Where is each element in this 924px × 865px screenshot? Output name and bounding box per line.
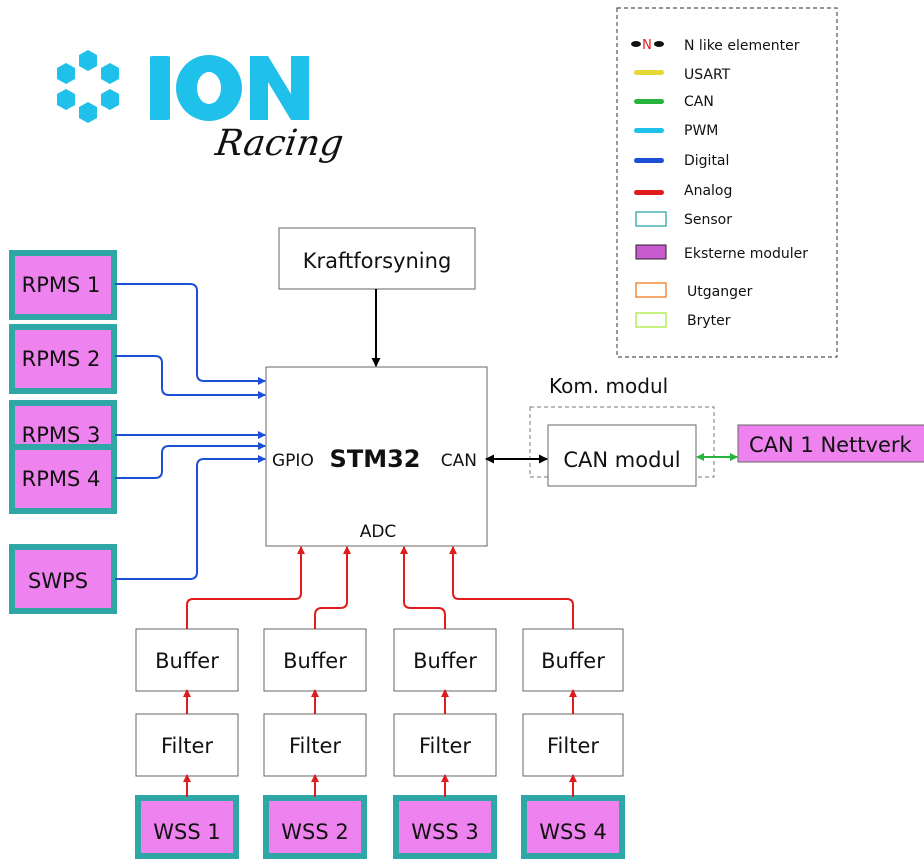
rpms-1-block: RPMS 1 xyxy=(9,250,117,320)
legend-n-marker: N xyxy=(642,38,652,53)
filter-label: Filter xyxy=(161,734,213,758)
legend-item-analog: Analog xyxy=(684,183,732,199)
digital-swatch xyxy=(634,158,664,163)
buffer-to-adc-wire xyxy=(400,546,446,629)
can-module-label: CAN modul xyxy=(563,448,680,472)
rpms-1-wire xyxy=(115,283,266,385)
swps-block: SWPS xyxy=(9,544,117,614)
mcu-label: STM32 xyxy=(330,445,421,473)
can-network-label: CAN 1 Nettverk xyxy=(749,433,913,457)
external-swatch xyxy=(635,244,667,260)
power-supply-block: Kraftforsyning xyxy=(278,227,476,290)
wss-chain-1: Buffer Filter WSS 1 xyxy=(135,546,305,859)
buffer-label: Buffer xyxy=(541,649,605,673)
input-label: RPMS 1 xyxy=(22,273,101,297)
can-swatch xyxy=(634,99,664,104)
buffer-label: Buffer xyxy=(413,649,477,673)
legend-item-digital: Digital xyxy=(684,153,729,169)
wss-label: WSS 1 xyxy=(153,820,220,844)
usart-swatch xyxy=(634,70,664,75)
ion-racing-logo: ION Racing xyxy=(57,50,346,164)
buffer-to-adc-wire xyxy=(186,546,305,629)
output-swatch xyxy=(635,282,667,298)
wss-chain-4: Buffer Filter WSS 4 xyxy=(449,546,625,859)
logo-racing-text: Racing xyxy=(212,121,346,164)
wss-chain-2: Buffer Filter WSS 2 xyxy=(263,546,367,859)
legend-item-pwm: PWM xyxy=(684,123,718,139)
filter-label: Filter xyxy=(547,734,599,758)
rpms-4-block: RPMS 4 xyxy=(9,444,117,514)
mcu-can-label: CAN xyxy=(441,451,477,471)
input-label: RPMS 2 xyxy=(22,347,101,371)
rpms-2-wire xyxy=(115,355,266,399)
filter-label: Filter xyxy=(419,734,471,758)
legend-item-switch: Bryter xyxy=(687,313,731,329)
com-module-group: Kom. modul CAN modul xyxy=(529,374,715,487)
wss-label: WSS 4 xyxy=(539,820,606,844)
buffer-to-adc-wire xyxy=(314,546,351,629)
sensor-swatch xyxy=(635,211,667,227)
ion-wordmark xyxy=(150,55,309,121)
stm32-block: STM32 GPIO CAN ADC xyxy=(265,366,488,547)
buffer-label: Buffer xyxy=(283,649,347,673)
wss-label: WSS 3 xyxy=(411,820,478,844)
input-blocks: RPMS 1 RPMS 2 RPMS 3 RPMS 4 SWPS xyxy=(9,250,117,614)
can-network-block: CAN 1 Nettverk xyxy=(737,424,924,463)
legend: N N like elementer USART CAN PWM Digital… xyxy=(616,7,838,358)
com-group-label: Kom. modul xyxy=(549,374,668,398)
legend-item-sensor: Sensor xyxy=(684,212,732,228)
analog-swatch xyxy=(634,190,664,195)
digital-wires xyxy=(115,283,266,580)
rpms-2-block: RPMS 2 xyxy=(9,324,117,394)
wss-chain-3: Buffer Filter WSS 3 xyxy=(393,546,497,859)
legend-item-external: Eksterne moduler xyxy=(684,246,808,262)
input-label: RPMS 4 xyxy=(22,467,101,491)
pwm-swatch xyxy=(634,128,664,133)
n-like-elements-icon: N xyxy=(631,38,664,53)
swps-wire xyxy=(115,455,266,580)
input-label: SWPS xyxy=(28,569,88,593)
legend-frame xyxy=(616,7,838,358)
wss-label: WSS 2 xyxy=(281,820,348,844)
switch-swatch xyxy=(635,312,667,328)
power-supply-label: Kraftforsyning xyxy=(303,249,452,273)
mcu-adc-label: ADC xyxy=(360,522,397,542)
buffer-label: Buffer xyxy=(155,649,219,673)
logo-brand-text: ION xyxy=(150,119,152,121)
legend-item-output: Utganger xyxy=(687,284,753,300)
mcu-gpio-label: GPIO xyxy=(272,451,314,471)
hexagon-cluster-icon xyxy=(57,50,119,123)
rpms-4-wire xyxy=(115,442,266,479)
legend-item-n: N like elementer xyxy=(684,38,800,54)
buffer-to-adc-wire xyxy=(449,546,574,629)
legend-item-usart: USART xyxy=(684,67,731,83)
input-label: RPMS 3 xyxy=(22,423,101,447)
legend-item-can: CAN xyxy=(684,94,714,110)
filter-label: Filter xyxy=(289,734,341,758)
